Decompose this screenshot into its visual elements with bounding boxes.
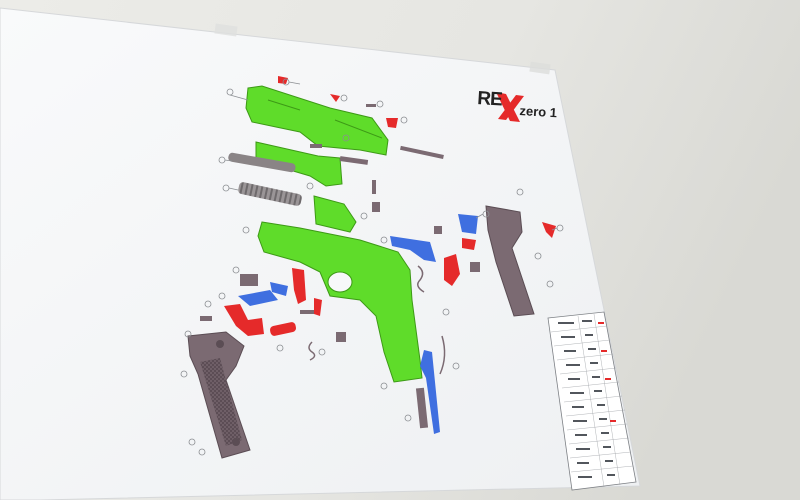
- tape-mark: [214, 23, 238, 37]
- pin-part: [415, 387, 429, 429]
- pin-part: [300, 310, 314, 314]
- pin-part: [240, 274, 258, 286]
- brand-model: zero 1: [519, 103, 558, 121]
- pin-part: [339, 156, 369, 165]
- frame-part: [257, 221, 423, 383]
- brand-logo-re: RE: [476, 88, 503, 111]
- guide-rod-part: [228, 152, 296, 173]
- blue-part: [458, 214, 478, 234]
- red-part: [314, 298, 322, 316]
- parts-list-text: [558, 320, 615, 478]
- pin-part: [336, 332, 346, 342]
- blue-part: [238, 290, 278, 306]
- red-part: [542, 222, 556, 238]
- pin-part: [400, 145, 444, 159]
- pin-part: [366, 104, 376, 107]
- red-part: [386, 118, 398, 128]
- red-part: [444, 254, 460, 286]
- parts-list-rows: [550, 313, 634, 488]
- blue-part: [420, 350, 440, 434]
- recoil-spring-part: [238, 182, 302, 206]
- red-part: [278, 76, 288, 84]
- grip-checkering: [200, 358, 242, 446]
- tape-mark: [529, 61, 551, 75]
- red-part: [224, 304, 264, 336]
- brand-logo: REX: [477, 88, 515, 112]
- spring-part: [308, 341, 316, 361]
- red-part: [269, 322, 297, 336]
- blue-part: [270, 282, 288, 296]
- pin-part: [372, 202, 380, 212]
- pin-part: [200, 316, 212, 321]
- pin-part: [310, 144, 322, 148]
- logo-x-mark: [498, 95, 524, 120]
- pin-part: [372, 180, 376, 194]
- spring-part: [439, 335, 446, 375]
- red-part: [330, 94, 340, 102]
- pin-part: [470, 262, 480, 272]
- right-grip-panel: [485, 205, 535, 317]
- brand-logo-x: X: [501, 89, 515, 111]
- red-part: [292, 268, 306, 304]
- pin-part: [434, 226, 442, 234]
- red-part: [462, 238, 476, 250]
- callout-markers: [180, 78, 564, 456]
- blue-part: [390, 236, 436, 262]
- spring-part: [417, 265, 425, 293]
- slide-part: [245, 85, 389, 156]
- locking-block-part: [313, 195, 357, 233]
